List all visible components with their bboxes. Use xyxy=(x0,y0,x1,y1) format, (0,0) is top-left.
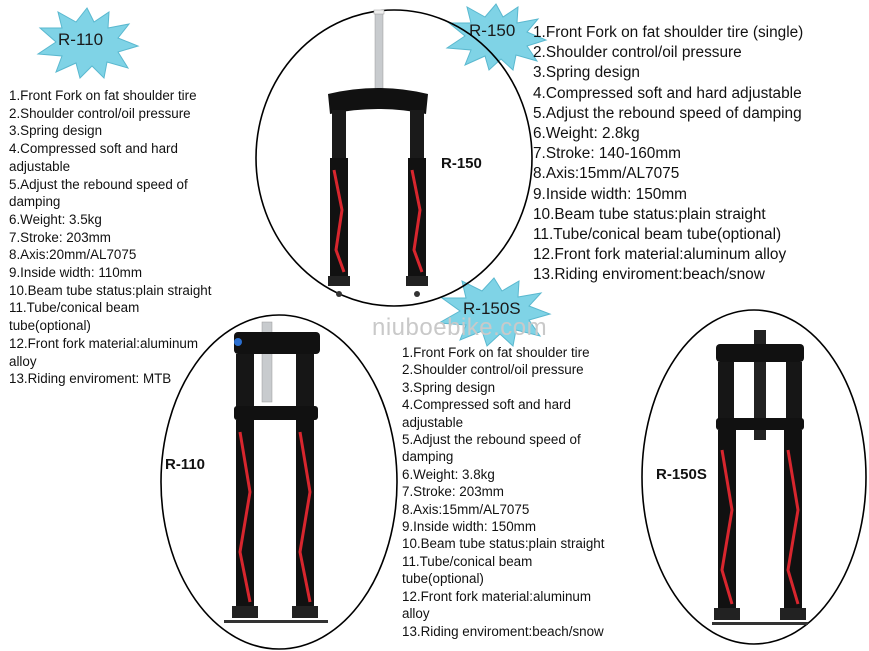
spec-item: 1.Front Fork on fat shoulder tire xyxy=(402,345,590,360)
r110-spec-list: 1.Front Fork on fat shoulder tire 2.Shou… xyxy=(9,87,234,388)
spec-item: 1.Front Fork on fat shoulder tire (singl… xyxy=(533,24,804,41)
badge-r150-starburst xyxy=(445,3,548,71)
spec-item: 12.Front fork material:aluminum alloy xyxy=(9,335,199,369)
spec-item: 12.Front fork material:aluminum alloy xyxy=(533,246,787,264)
spec-item: 5.Adjust the rebound speed of damping xyxy=(533,104,802,122)
spec-item: 3.Spring design xyxy=(533,64,640,82)
badge-r110-starburst xyxy=(36,7,140,80)
spec-item: 13.Riding enviroment: MTB xyxy=(9,371,172,387)
badge-r150s-label: R-150S xyxy=(463,299,521,318)
spec-item: 6.Weight: 3.8kg xyxy=(402,466,495,482)
r150-model-label: R-150 xyxy=(441,155,482,172)
badge-r110-label: R-110 xyxy=(58,30,104,49)
spec-item: 11.Tube/conical beam tube(optional) xyxy=(9,300,140,334)
spec-item: 2.Shoulder control/oil pressure xyxy=(402,362,584,378)
r150s-oval-frame xyxy=(641,309,867,645)
r150-spec-list: 1.Front Fork on fat shoulder tire (singl… xyxy=(533,23,853,286)
spec-item: 7.Stroke: 203mm xyxy=(9,229,111,245)
spec-item: 10.Beam tube status:plain straight xyxy=(402,536,605,552)
r150s-spec-list: 1.Front Fork on fat shoulder tire 2.Shou… xyxy=(402,344,642,640)
spec-item: 1.Front Fork on fat shoulder tire xyxy=(9,88,197,103)
spec-item: 2.Shoulder control/oil pressure xyxy=(533,44,742,62)
spec-item: 9.Inside width: 150mm xyxy=(402,519,536,535)
spec-item: 5.Adjust the rebound speed of damping xyxy=(9,176,188,210)
spec-item: 10.Beam tube status:plain straight xyxy=(533,205,766,223)
r150-oval-frame xyxy=(255,9,533,307)
r150s-model-label: R-150S xyxy=(656,466,707,483)
spec-item: 7.Stroke: 203mm xyxy=(402,484,504,500)
spec-item: 11.Tube/conical beam tube(optional) xyxy=(533,226,782,244)
badge-r150s-starburst xyxy=(437,277,552,347)
r110-model-label: R-110 xyxy=(165,456,206,473)
spec-item: 8.Axis:20mm/AL7075 xyxy=(9,247,137,263)
spec-item: 13.Riding enviroment:beach/snow xyxy=(402,623,604,639)
spec-item: 6.Weight: 3.5kg xyxy=(9,211,102,227)
spec-item: 6.Weight: 2.8kg xyxy=(533,125,640,143)
badge-r150-label: R-150 xyxy=(469,21,516,40)
spec-item: 5.Adjust the rebound speed of damping xyxy=(402,432,581,465)
spec-item: 8.Axis:15mm/AL7075 xyxy=(402,501,530,517)
spec-item: 3.Spring design xyxy=(9,123,103,139)
spec-item: 9.Inside width: 150mm xyxy=(533,185,687,203)
spec-item: 12.Front fork material:aluminum alloy xyxy=(402,588,592,622)
r150s-fork-image xyxy=(712,330,808,625)
spec-item: 8.Axis:15mm/AL7075 xyxy=(533,165,680,183)
spec-item: 4.Compressed soft and hard adjustable xyxy=(533,84,802,102)
r150-fork-image xyxy=(328,9,428,297)
spec-item: 7.Stroke: 140-160mm xyxy=(533,145,681,163)
spec-item: 11.Tube/conical beam tube(optional) xyxy=(402,553,533,587)
spec-item: 10.Beam tube status:plain straight xyxy=(9,282,212,298)
spec-item: 2.Shoulder control/oil pressure xyxy=(9,105,191,121)
r110-oval-frame xyxy=(160,314,398,650)
spec-item: 4.Compressed soft and hard adjustable xyxy=(402,397,571,430)
spec-item: 13.Riding enviroment:beach/snow xyxy=(533,266,765,284)
watermark: niuboebike.com xyxy=(372,314,548,341)
spec-item: 3.Spring design xyxy=(402,379,496,395)
spec-item: 4.Compressed soft and hard adjustable xyxy=(9,141,178,174)
spec-item: 9.Inside width: 110mm xyxy=(9,265,142,281)
r110-fork-image xyxy=(224,321,328,623)
